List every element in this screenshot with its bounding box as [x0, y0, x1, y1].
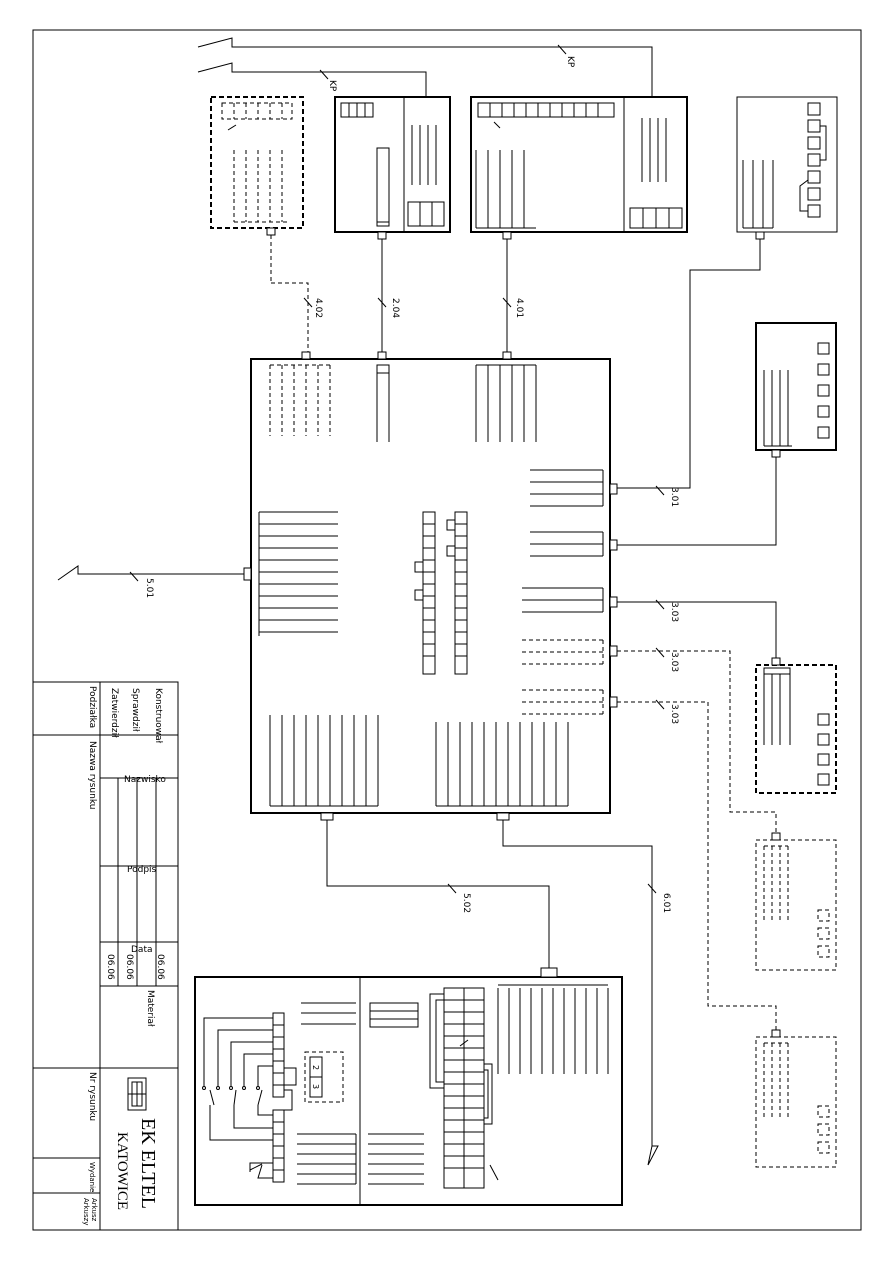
top-cables: 4.02 2.04 4.01	[270, 235, 761, 489]
date-1: 06.06	[155, 954, 165, 980]
label-konstruowal: Konstruował	[153, 688, 163, 744]
unit-top-right	[736, 96, 838, 240]
label-nr-rysunku: Nr rysunku	[87, 1072, 97, 1121]
cable-label-3-03-b: 3.03	[669, 652, 679, 672]
unit-top-3	[470, 96, 688, 240]
sheet-border	[32, 29, 862, 1231]
unit-right-2	[755, 657, 837, 794]
cable-label-5-02: 5.02	[461, 893, 471, 913]
bottom-bundle-left	[269, 715, 379, 821]
label-podpis: Podpis	[127, 865, 157, 875]
cable-label-3-03-a: 3.03	[669, 602, 679, 622]
cable-label-3-03-c: 3.03	[669, 704, 679, 724]
bottom-cabinet: 2 3	[194, 967, 623, 1206]
label-podzialka: Podziałka	[87, 686, 97, 728]
date-3: 06.06	[105, 954, 115, 980]
right-entry-4-dashed	[522, 639, 618, 665]
unit-right-3	[755, 832, 837, 971]
company-logo: EK ELTEL KATOWICE	[114, 1077, 159, 1210]
cable-label-4-02: 4.02	[313, 298, 323, 318]
label-wydanie: Wydanie	[88, 1162, 96, 1192]
label-arkusz: Arkusz	[90, 1198, 98, 1222]
title-block: Konstruował Sprawdził Zatwierdził Podzia…	[32, 681, 179, 1231]
unit-right-4	[755, 1029, 837, 1168]
terminal-strip-right	[446, 511, 468, 675]
cable-label-2-04: 2.04	[390, 298, 400, 318]
date-2: 06.06	[124, 954, 134, 980]
right-cables: 3.01 3.03 3.03 3.03	[617, 455, 777, 1030]
cable-label-4-01: 4.01	[514, 298, 524, 318]
antenna-lines: KP KP	[197, 37, 653, 97]
cable-label-kp-2: KP	[327, 80, 337, 92]
label-nazwa-rysunku: Nazwa rysunku	[87, 741, 97, 809]
right-entry-1	[530, 469, 618, 507]
label-material: Materiał	[145, 990, 155, 1027]
cable-5-01: 5.01	[57, 565, 244, 598]
cable-label-kp-1: KP	[565, 56, 575, 68]
unit-top-2	[334, 96, 451, 240]
label-data: Data	[131, 945, 153, 955]
right-entry-5-dashed	[522, 689, 618, 715]
right-entry-2	[530, 531, 618, 557]
label-zatwierdzil: Zatwierdził	[109, 688, 119, 738]
right-entry-3	[522, 587, 618, 613]
main-cabinet	[243, 351, 618, 821]
cable-label-3-01: 3.01	[669, 487, 679, 507]
logo-text: EK ELTEL	[137, 1118, 159, 1209]
company-city: KATOWICE	[114, 1132, 130, 1210]
label-nazwisko: Nazwisko	[124, 775, 166, 785]
unit-top-dashed	[210, 96, 304, 236]
bottom-bundle-right	[435, 722, 569, 821]
cable-label-6-01: 6.01	[661, 893, 671, 913]
label-sprawdzil: Sprawdził	[130, 688, 140, 732]
cable-label-5-01: 5.01	[144, 578, 154, 598]
terminal-strip-left	[414, 511, 436, 675]
box-3-label: 3	[311, 1084, 320, 1089]
unit-right-1	[755, 322, 837, 458]
bottom-cables: 5.02 6.01	[326, 820, 671, 1166]
label-arkuszy: Arkuszy	[82, 1198, 90, 1225]
box-2-label: 2	[311, 1065, 320, 1070]
